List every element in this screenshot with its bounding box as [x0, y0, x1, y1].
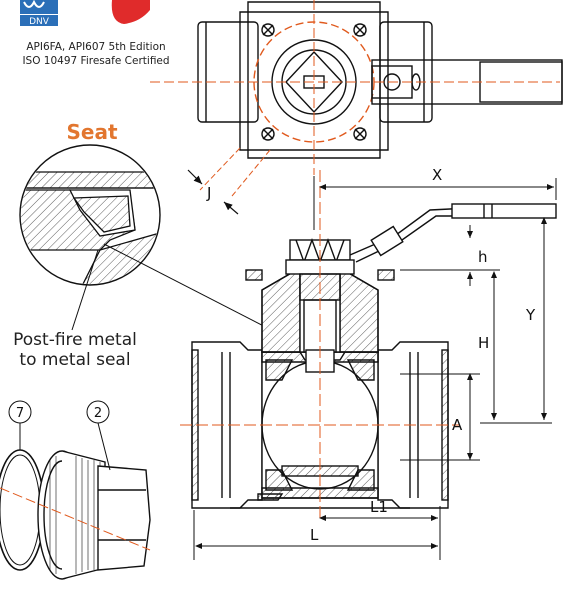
post-fire-leader	[71, 249, 99, 331]
part-7-o-ring: 7	[0, 400, 45, 571]
part-2-number: 2	[94, 406, 102, 421]
dim-h-label: H	[478, 334, 489, 352]
seat-detail-view	[19, 144, 161, 286]
certification-line-2: ISO 10497 Firesafe Certified	[22, 55, 170, 67]
dim-y-label: Y	[525, 306, 536, 324]
dim-a-label: A	[452, 416, 463, 434]
dnv-logo: DNV	[20, 0, 58, 27]
dimension-lines	[193, 178, 557, 560]
parts-centerline	[0, 487, 151, 551]
post-fire-seal-label: Post-fire metal to metal seal	[0, 330, 150, 370]
valve-top-view	[150, 0, 563, 197]
post-fire-label-line-2: to metal seal	[19, 350, 131, 370]
dnv-logo-text: DNV	[29, 17, 50, 27]
dim-l1-label: L1	[370, 498, 388, 516]
certification-line-1: API6FA, API607 5th Edition	[26, 41, 166, 53]
part-7-number: 7	[16, 406, 24, 421]
valve-section-view	[191, 203, 557, 509]
part-2-union-end: 2	[37, 400, 151, 580]
dim-x-label: X	[432, 166, 442, 184]
red-logo	[111, 0, 150, 24]
seat-title: Seat	[66, 120, 118, 144]
dim-h-small-label: h	[478, 248, 488, 266]
post-fire-label-line-1: Post-fire metal	[13, 330, 137, 350]
dim-j-label: J	[206, 184, 211, 202]
dim-l-label: L	[310, 526, 319, 544]
